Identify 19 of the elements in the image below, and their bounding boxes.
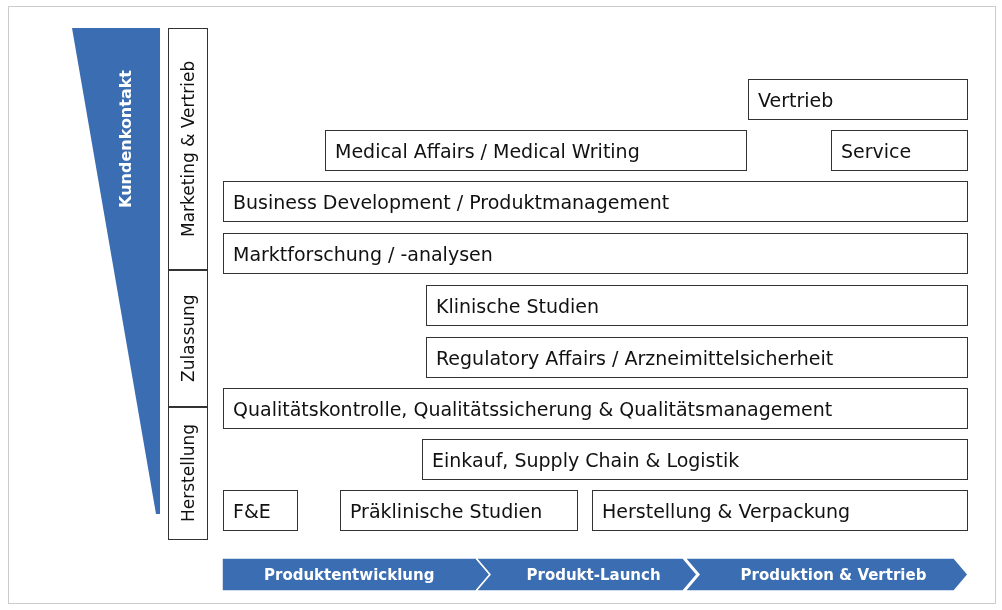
function-box: Service — [831, 130, 968, 171]
function-box: Marktforschung / -analysen — [223, 233, 968, 274]
category-band: Zulassung — [168, 270, 208, 407]
function-box: Medical Affairs / Medical Writing — [325, 130, 747, 171]
wedge-label: Kundenkontakt — [116, 70, 135, 208]
function-box: Herstellung & Verpackung — [592, 490, 968, 531]
function-box: Klinische Studien — [426, 285, 968, 326]
function-box: Business Development / Produktmanagement — [223, 181, 968, 222]
phase-label: Produktentwicklung — [264, 565, 435, 584]
function-box: Einkauf, Supply Chain & Logistik — [422, 439, 968, 480]
phase-label: Produkt-Launch — [526, 565, 661, 584]
function-box: Qualitätskontrolle, Qualitätssicherung & Qualitätsmanagement — [223, 388, 968, 429]
function-box: Präklinische Studien — [340, 490, 578, 531]
function-box: Regulatory Affairs / Arzneimittelsicherheit — [426, 337, 968, 378]
function-box: F&E — [223, 490, 298, 531]
phase-label: Produktion & Vertrieb — [740, 565, 927, 584]
function-box: Vertrieb — [748, 79, 968, 120]
category-band: Herstellung — [168, 407, 208, 540]
category-band: Marketing & Vertrieb — [168, 28, 208, 270]
